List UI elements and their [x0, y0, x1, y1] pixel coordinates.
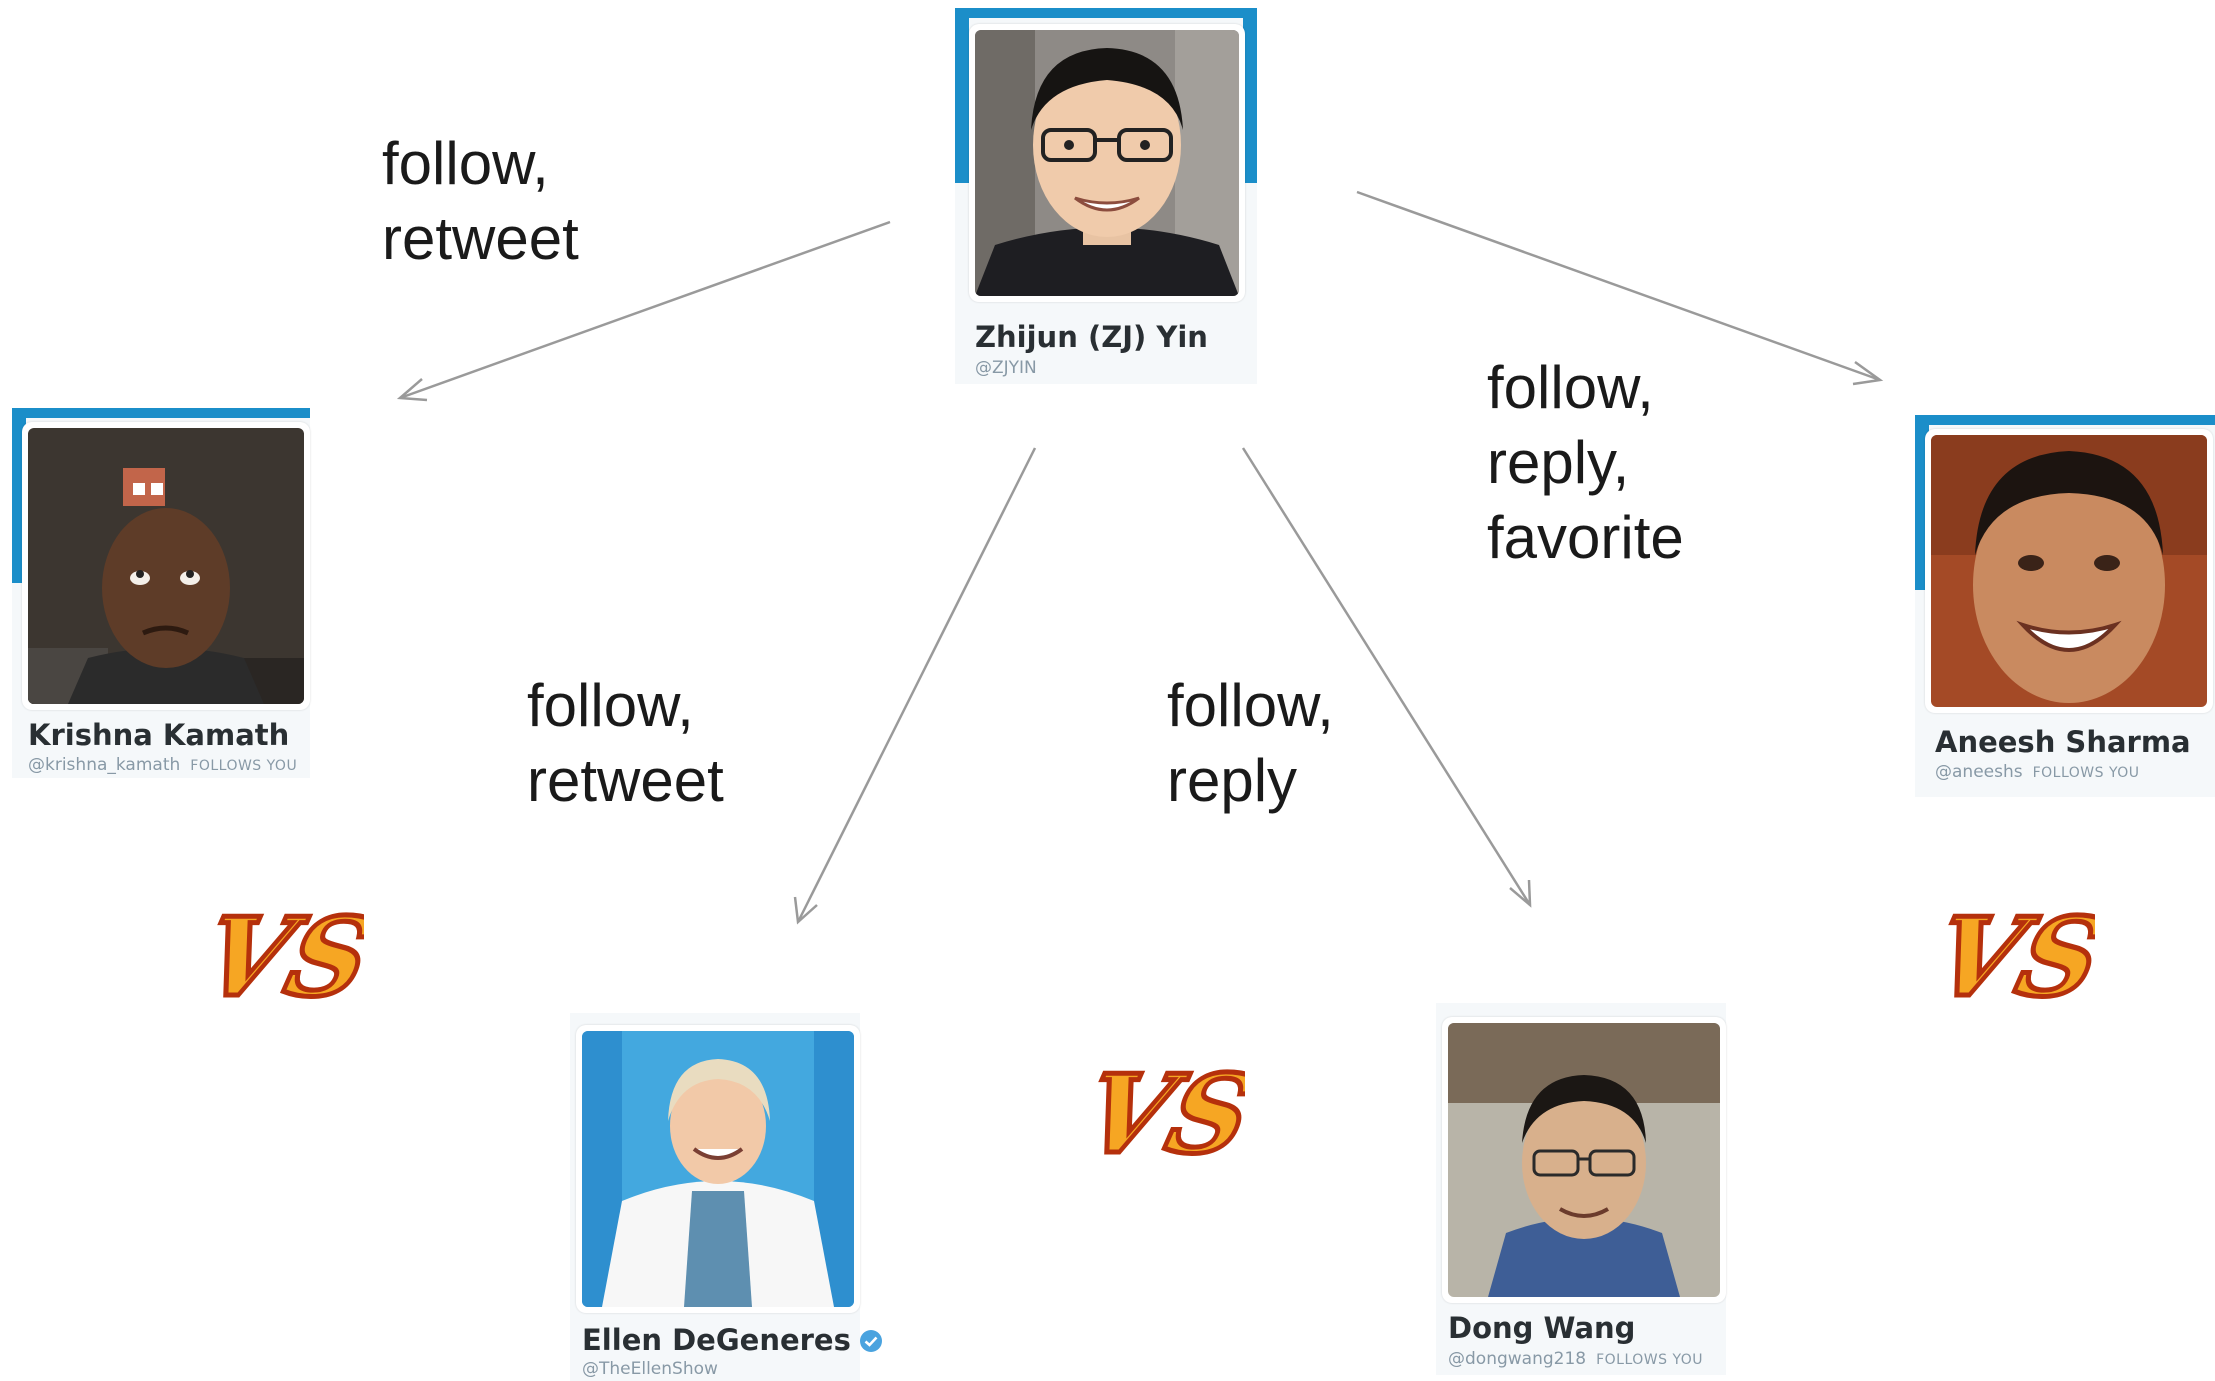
arrow-to-dong: [1241, 447, 1532, 906]
card-accent: [955, 8, 969, 183]
verified-badge-icon: [859, 1330, 882, 1352]
follows-you-badge: FOLLOWS YOU: [190, 758, 298, 774]
vs-badge-icon: VS: [1095, 1052, 1245, 1177]
vs-badge-text: VS: [214, 895, 364, 1020]
arrow-to-aneesh: [1356, 190, 1881, 382]
avatar-ellen[interactable]: [576, 1025, 860, 1313]
portrait-photo: [582, 1031, 854, 1307]
card-accent: [1243, 8, 1257, 183]
profile-handle[interactable]: @dongwang218 FOLLOWS YOU: [1448, 1349, 1703, 1369]
portrait-photo: [28, 428, 304, 704]
profile-name[interactable]: Dong Wang: [1448, 1311, 1636, 1345]
name-text: Ellen DeGeneres: [582, 1323, 851, 1357]
portrait-photo: [1448, 1023, 1720, 1297]
vs-badge-text: VS: [1945, 895, 2095, 1020]
profile-card-krishna[interactable]: Krishna Kamath @krishna_kamath FOLLOWS YO…: [12, 408, 310, 778]
edge-label-to-aneesh: follow, reply, favorite: [1487, 354, 1684, 571]
arrow-to-ellen: [796, 447, 1037, 923]
profile-handle[interactable]: @aneeshs FOLLOWS YOU: [1935, 762, 2140, 782]
profile-handle[interactable]: @TheEllenShow: [582, 1359, 718, 1379]
vs-badge-text: VS: [1095, 1052, 1245, 1177]
handle-text: @aneeshs: [1935, 762, 2023, 782]
avatar-krishna[interactable]: [22, 422, 310, 710]
edge-label-to-ellen: follow, retweet: [527, 672, 724, 814]
arrowhead-aneesh: [1852, 360, 1884, 386]
avatar-aneesh[interactable]: [1925, 429, 2213, 713]
arrow-to-krishna: [399, 220, 891, 400]
profile-name[interactable]: Krishna Kamath: [28, 718, 290, 752]
profile-handle[interactable]: @krishna_kamath FOLLOWS YOU: [28, 755, 297, 775]
handle-text: @krishna_kamath: [28, 755, 181, 775]
handle-text: @dongwang218: [1448, 1349, 1587, 1369]
profile-name[interactable]: Aneesh Sharma: [1935, 725, 2191, 759]
portrait-photo: [1931, 435, 2207, 707]
edge-label-to-dong: follow, reply: [1167, 672, 1334, 814]
arrowhead-ellen: [793, 896, 818, 925]
profile-card-ellen[interactable]: Ellen DeGeneres @TheEllenShow: [570, 1013, 882, 1381]
avatar-dong[interactable]: [1442, 1017, 1726, 1303]
vs-badge-icon: VS: [1945, 895, 2095, 1020]
avatar-center[interactable]: [969, 24, 1245, 302]
follows-you-badge: FOLLOWS YOU: [2032, 765, 2140, 781]
profile-card-center[interactable]: Zhijun (ZJ) Yin @ZJYIN: [955, 8, 1257, 384]
profile-name[interactable]: Ellen DeGeneres: [582, 1323, 883, 1357]
vs-badge-icon: VS: [214, 895, 364, 1020]
portrait-photo: [975, 30, 1239, 296]
arrowhead-krishna: [396, 378, 428, 402]
profile-handle[interactable]: @ZJYIN: [975, 358, 1037, 378]
profile-name[interactable]: Zhijun (ZJ) Yin: [975, 320, 1208, 354]
edge-label-to-krishna: follow, retweet: [382, 130, 579, 272]
arrowhead-dong: [1509, 879, 1532, 908]
profile-card-dong[interactable]: Dong Wang @dongwang218 FOLLOWS YOU: [1436, 1003, 1726, 1375]
follows-you-badge: FOLLOWS YOU: [1596, 1352, 1704, 1368]
profile-card-aneesh[interactable]: Aneesh Sharma @aneeshs FOLLOWS YOU: [1915, 415, 2215, 797]
